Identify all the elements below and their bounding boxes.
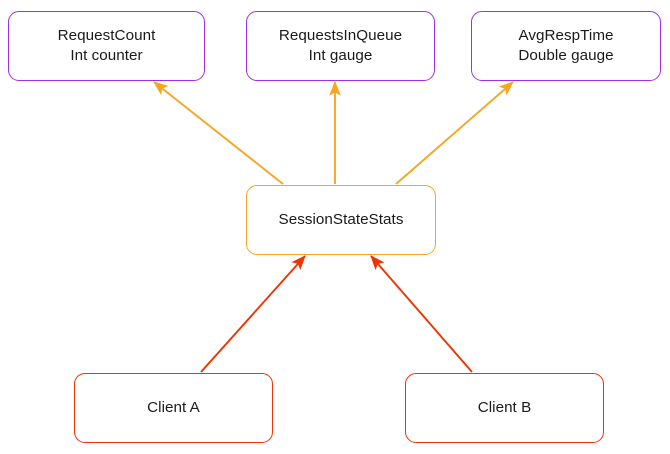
node-label: Client B	[477, 399, 532, 417]
node-label: RequestCount Int counter	[57, 27, 156, 64]
edge-client-b-to-stats	[370, 255, 473, 373]
node-session-state-stats[interactable]: SessionStateStats	[246, 185, 436, 255]
node-label: AvgRespTime Double gauge	[518, 27, 614, 64]
node-avg-resp-time[interactable]: AvgRespTime Double gauge	[471, 11, 661, 81]
edge-client-a-to-stats	[200, 255, 306, 373]
node-request-count[interactable]: RequestCount Int counter	[8, 11, 205, 81]
node-label: RequestsInQueue Int gauge	[278, 27, 403, 64]
node-client-a[interactable]: Client A	[74, 373, 273, 443]
node-requests-in-queue[interactable]: RequestsInQueue Int gauge	[246, 11, 435, 81]
edge-stats-to-avg-resp-time	[395, 81, 514, 185]
node-client-b[interactable]: Client B	[405, 373, 604, 443]
node-label: Client A	[147, 399, 200, 417]
node-label: SessionStateStats	[278, 211, 404, 229]
edge-stats-to-request-count	[153, 81, 284, 185]
